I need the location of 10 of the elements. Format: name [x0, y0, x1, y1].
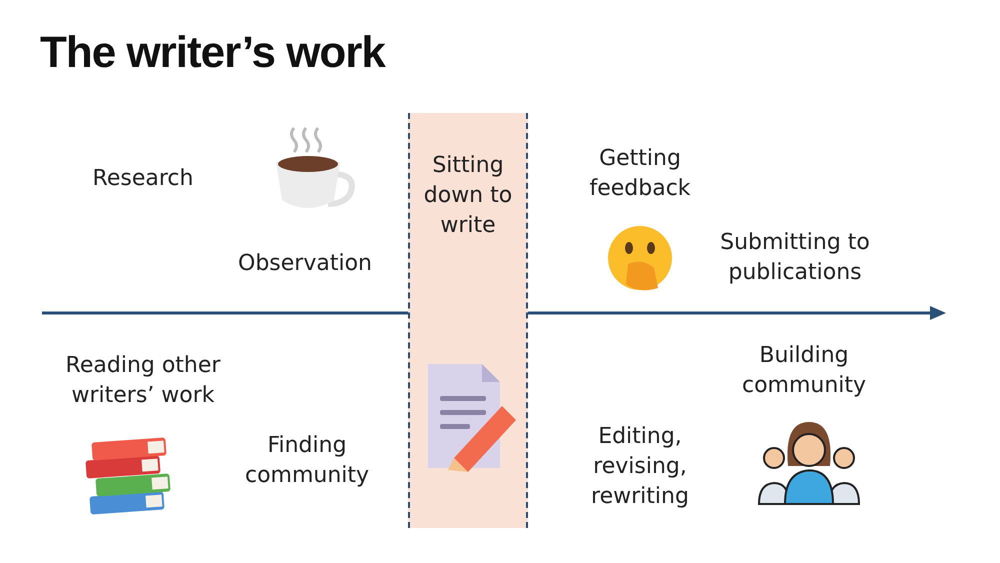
step-label: Finding community — [244, 432, 370, 490]
step-label: Research — [92, 165, 194, 193]
step-label: Submitting to publications — [719, 229, 871, 287]
band-label: Sitting down to write — [422, 152, 514, 240]
title: The writer’s work — [40, 28, 385, 78]
step-label: Editing, revising, rewriting — [590, 423, 690, 511]
step-label: Getting feedback — [588, 145, 692, 203]
step-label: Observation — [238, 250, 372, 278]
step-label: Building community — [740, 342, 868, 400]
step-label: Reading other writers’ work — [64, 352, 222, 410]
